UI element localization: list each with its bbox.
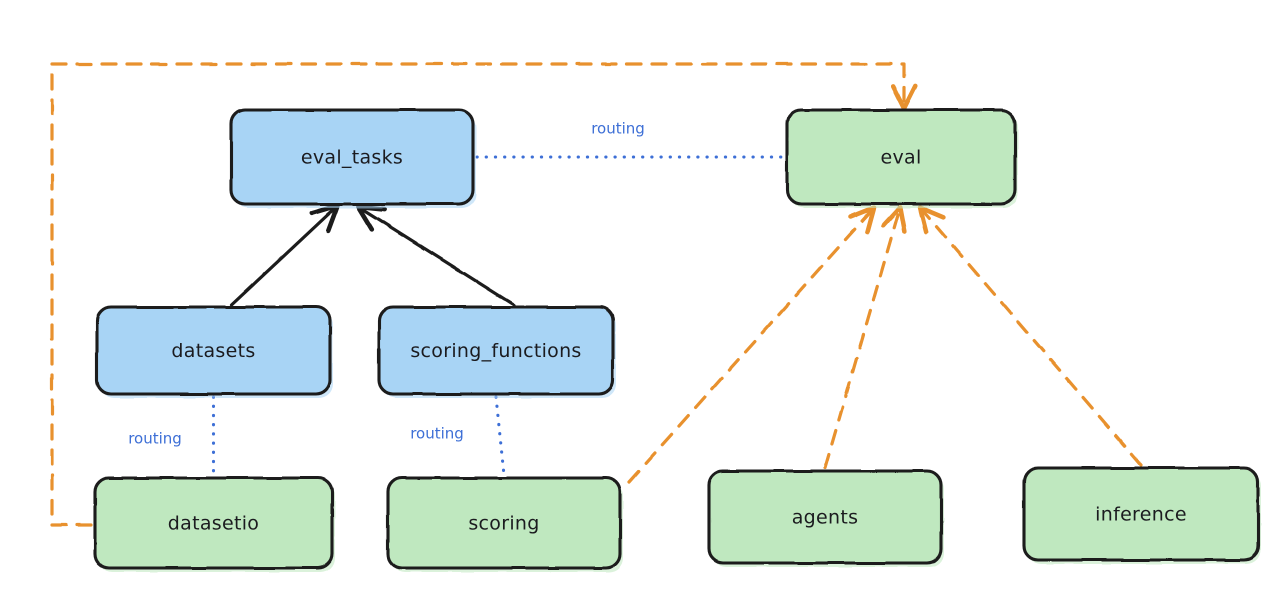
- node-box: [93, 476, 334, 570]
- edge-scoring_functions-to-scoring: [494, 395, 506, 477]
- edge-inference-to-eval: [917, 205, 1143, 467]
- nodes-layer: eval_tasks eval datasets scoring_functionsd…: [93, 108, 1261, 572]
- node-eval_tasks[interactable]: eval_tasks: [229, 108, 476, 208]
- node-box: [386, 476, 622, 570]
- edge-scoring_functions-to-eval_tasks: [355, 204, 516, 307]
- edges-layer: [50, 62, 1143, 527]
- node-box: [229, 108, 475, 206]
- node-box: [95, 305, 332, 396]
- node-box: [785, 108, 1017, 206]
- node-eval[interactable]: eval: [785, 108, 1018, 208]
- node-scoring_functions[interactable]: scoring_functions: [377, 305, 616, 398]
- node-box: [707, 469, 943, 565]
- node-box: [1022, 466, 1260, 562]
- edge-label-routing: routing: [128, 430, 182, 448]
- edge-scoring-to-eval: [627, 205, 877, 484]
- node-agents[interactable]: agents: [707, 469, 944, 567]
- node-datasetio[interactable]: datasetio: [93, 476, 335, 572]
- node-box: [377, 305, 615, 396]
- edge-agents-to-eval: [823, 204, 908, 470]
- edge-label-routing: routing: [591, 120, 645, 138]
- node-datasets[interactable]: datasets: [95, 305, 333, 398]
- edge-datasets-to-eval_tasks: [229, 203, 340, 307]
- node-scoring[interactable]: scoring: [386, 476, 623, 572]
- edge-label-routing: routing: [410, 425, 464, 443]
- edge-datasetio-to-eval: [50, 62, 918, 527]
- node-inference[interactable]: inference: [1022, 466, 1261, 564]
